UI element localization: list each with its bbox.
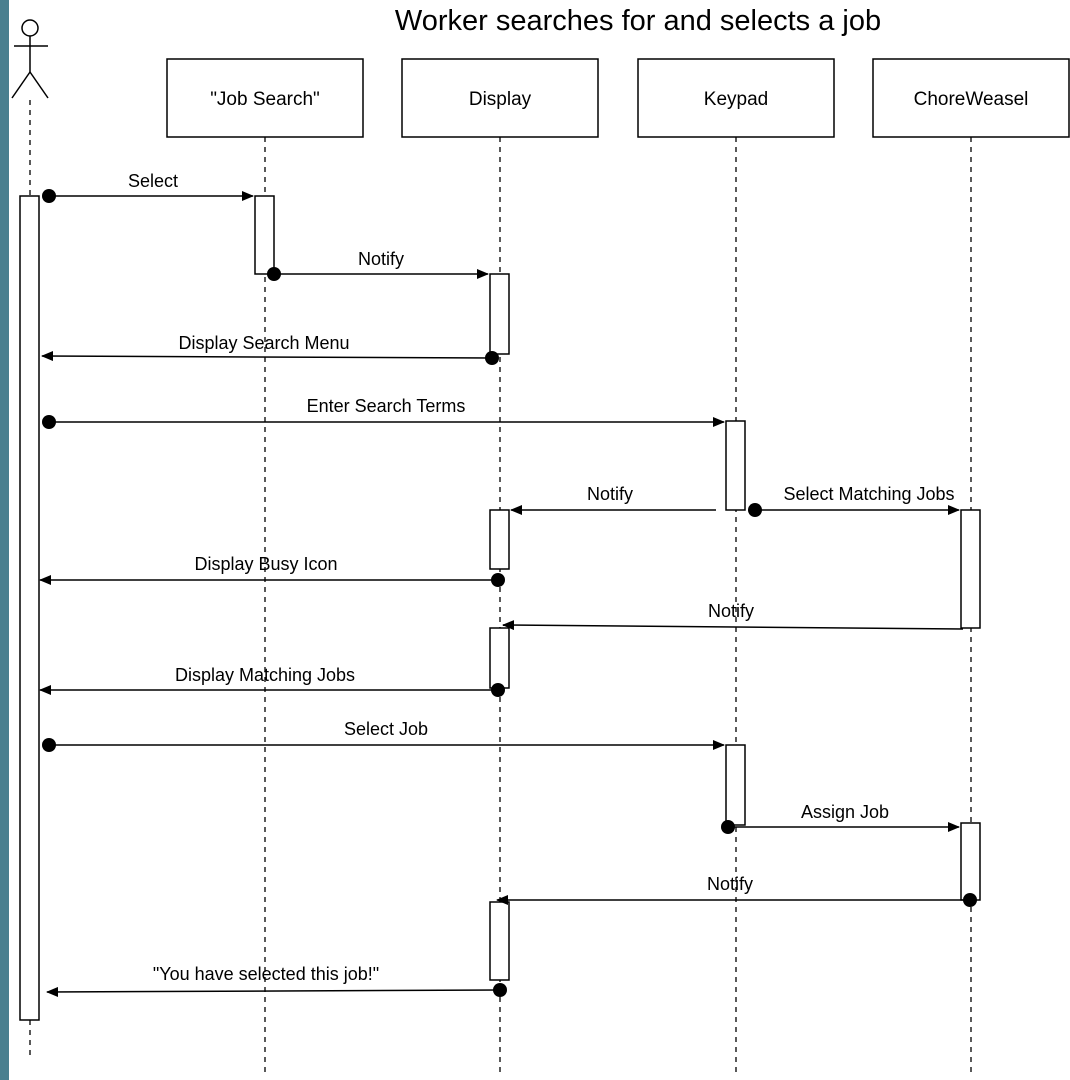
- message-label: Notify: [587, 484, 633, 504]
- activation-bar-keypad: [725, 420, 746, 511]
- message-select: [42, 189, 254, 203]
- participant-job-search: "Job Search": [166, 58, 364, 138]
- message-select-matching-jobs: [748, 503, 960, 517]
- activation-bar-choreweasel: [960, 509, 981, 629]
- message-label: Select Job: [344, 719, 428, 739]
- activation-bar-choreweasel: [960, 822, 981, 901]
- activation-bar-keypad: [725, 744, 746, 826]
- message-enter-search-terms: [42, 415, 725, 429]
- message-label: Select: [128, 171, 178, 191]
- participant-label: "Job Search": [210, 89, 320, 110]
- message-display-matching-jobs: [39, 683, 505, 697]
- message-label: Enter Search Terms: [307, 396, 466, 416]
- participant-keypad: Keypad: [637, 58, 835, 138]
- activation-bar-actor: [19, 195, 40, 1021]
- participant-display: Display: [401, 58, 599, 138]
- left-border-strip: [0, 0, 9, 1080]
- message-label: Notify: [707, 874, 753, 894]
- message-label: Display Busy Icon: [194, 554, 337, 574]
- message-label: Notify: [708, 601, 754, 621]
- participant-choreweasel: ChoreWeasel: [872, 58, 1070, 138]
- message-label: Display Matching Jobs: [175, 665, 355, 685]
- message-notify: [496, 893, 977, 907]
- participant-label: ChoreWeasel: [914, 89, 1029, 110]
- activation-bar-display: [489, 509, 510, 570]
- message-display-busy-icon: [39, 573, 505, 587]
- diagram-title: Worker searches for and selects a job: [395, 5, 881, 37]
- message-label: Select Matching Jobs: [783, 484, 954, 504]
- message-label: Display Search Menu: [178, 333, 349, 353]
- message-select-job: [42, 738, 725, 752]
- message-assign-job: [721, 820, 960, 834]
- activation-bar-display: [489, 627, 510, 689]
- actor-figure: [11, 19, 49, 99]
- participant-label: Display: [469, 89, 532, 110]
- activation-bar-display: [489, 273, 510, 355]
- message-label: "You have selected this job!": [153, 964, 379, 984]
- activation-bar-display: [489, 901, 510, 981]
- message-notify: [502, 620, 964, 631]
- message-label: Notify: [358, 249, 404, 269]
- message-display-search-menu: [41, 351, 499, 365]
- participant-label: Keypad: [704, 89, 768, 110]
- message-label: Assign Job: [801, 802, 889, 822]
- activation-bar-job-search: [254, 195, 275, 275]
- message-you-have-selected-this-job: [46, 983, 507, 997]
- message-notify: [267, 267, 489, 281]
